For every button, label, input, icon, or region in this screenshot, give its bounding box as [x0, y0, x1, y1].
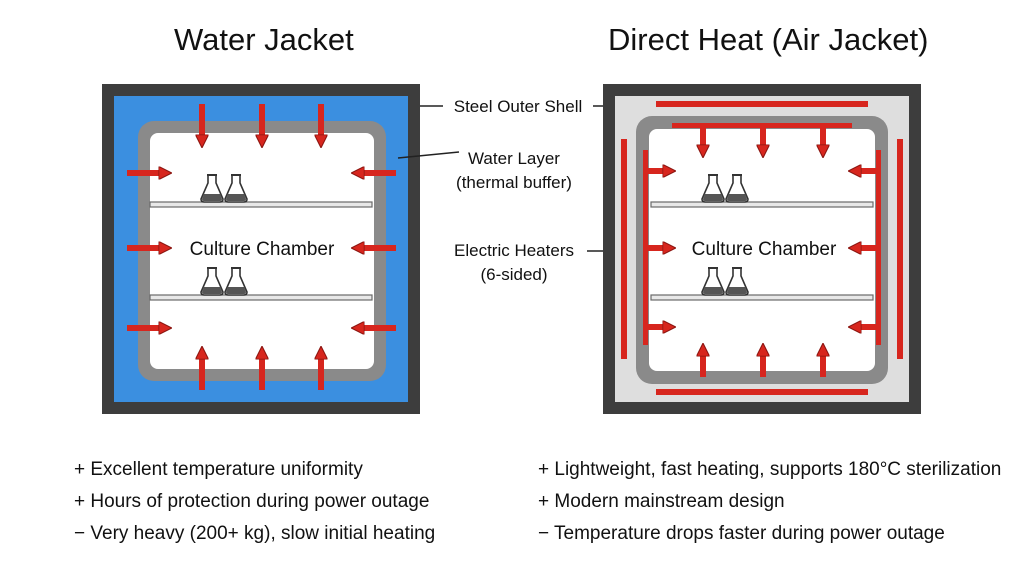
water-jacket-incubator: Culture Chamber: [102, 84, 420, 414]
heater-strip: [897, 139, 903, 359]
heater-strip: [621, 139, 627, 359]
direct-heat-title: Direct Heat (Air Jacket): [608, 22, 929, 57]
water-jacket-title: Water Jacket: [174, 22, 354, 57]
con-item: − Temperature drops faster during power …: [538, 523, 945, 544]
water-layer-label: Water Layer: [468, 149, 560, 168]
heater-bar: [876, 150, 881, 345]
left-shelf-lower: [149, 294, 373, 301]
left-shelf-upper: [149, 201, 373, 208]
water-layer-sublabel: (thermal buffer): [456, 173, 572, 192]
heater-strip: [656, 101, 868, 107]
pro-item: + Excellent temperature uniformity: [74, 459, 363, 480]
outer-heater-strips: [621, 101, 903, 395]
steel-outer-shell-label: Steel Outer Shell: [454, 97, 583, 116]
pro-item: + Hours of protection during power outag…: [74, 491, 430, 512]
direct-heat-incubator: Culture Chamber: [603, 84, 921, 414]
left-chamber-label: Culture Chamber: [190, 239, 335, 260]
heater-strip: [656, 389, 868, 395]
water-jacket-pros-cons: + Excellent temperature uniformity + Hou…: [74, 454, 435, 550]
pro-item: + Lightweight, fast heating, supports 18…: [538, 459, 1002, 480]
direct-heat-pros-cons: + Lightweight, fast heating, supports 18…: [538, 454, 1001, 550]
electric-heaters-label: Electric Heaters: [454, 241, 574, 260]
right-chamber-label: Culture Chamber: [692, 239, 837, 260]
left-heat-arrows: [127, 104, 396, 390]
con-item: − Very heavy (200+ kg), slow initial hea…: [74, 523, 436, 544]
right-shelf-upper: [650, 201, 874, 208]
pro-item: + Modern mainstream design: [538, 491, 785, 512]
right-heat-arrows: [648, 124, 876, 377]
electric-heaters-sublabel: (6-sided): [480, 265, 547, 284]
right-shelf-lower: [650, 294, 874, 301]
heater-bar: [643, 150, 648, 345]
